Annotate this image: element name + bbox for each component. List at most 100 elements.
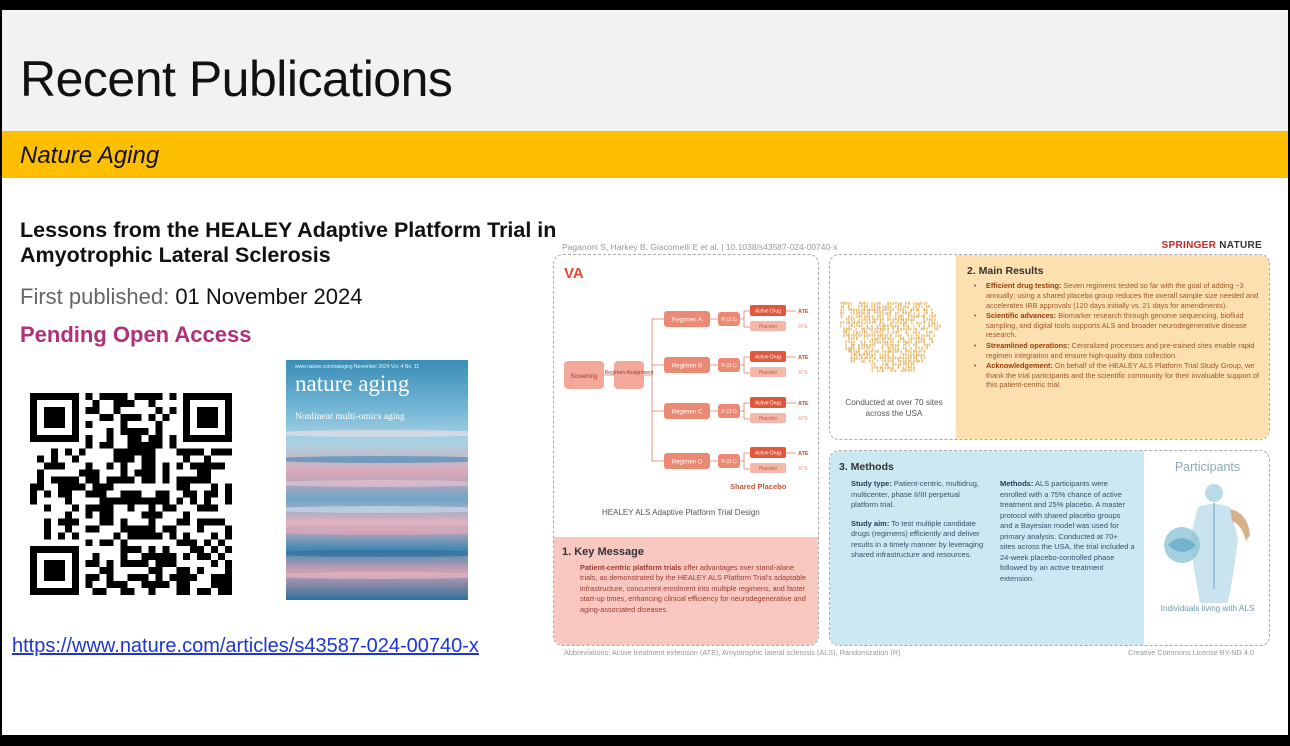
methods-column-right: Methods: ALS participants were enrolled … [1000,479,1135,584]
trial-design-panel: VA Screening Regimen Assignment Regimen … [553,254,819,646]
randomization-box [718,312,740,326]
cover-masthead: nature aging [295,371,410,396]
cover-subtitle: Nonlinear multi-omics aging [295,412,405,422]
randomization-ratio: R (3:1) [721,317,737,323]
methods-body: 3. Methods Study type: Patient-centric, … [830,451,1144,645]
trial-design-caption: HEALEY ALS Adaptive Platform Trial Desig… [602,508,760,517]
regimen-assignment-label: Regimen Assignment [604,370,654,376]
results-item-label: Acknowledgement: [986,360,1053,370]
journal-name: Nature Aging [20,142,160,169]
methods-panel: 3. Methods Study type: Patient-centric, … [829,450,1270,646]
abstract-citation: Paganoni S, Harkey B, Giacomelli E et al… [562,242,838,252]
placebo-box [750,321,786,331]
license-note: Creative Commons License BY-ND 4.0 [1128,648,1254,657]
ate-placebo-label: ATE [798,416,809,422]
map-caption: Conducted at over 70 sites across the US… [845,398,943,418]
key-message-text: Patient-centric platform trials offer ad… [580,563,810,615]
randomization-box [718,454,740,468]
results-item-text: Biomarker research through genome sequen… [986,310,1247,340]
publisher-logo: SPRINGER NATURE [1162,240,1262,251]
placebo-box [750,413,786,423]
results-item-label: Efficient drug testing: [986,281,1062,290]
publisher-logo-b: NATURE [1219,240,1262,251]
key-message-bold: Patient-centric platform trials [580,563,682,572]
active-drug-box [750,447,786,458]
active-drug-label: Active Drug [755,451,781,457]
va-logo-icon: VA [564,265,584,282]
study-aim-label: Study aim: [851,518,890,528]
active-drug-box [750,305,786,316]
main-results-panel: Conducted at over 70 sites across the US… [829,254,1270,440]
results-list: Efficient drug testing: Seven regimens t… [968,281,1264,391]
regimen-box [664,403,710,419]
key-message-body: offer advantages over stand-alone trials… [580,563,806,614]
active-drug-label: Active Drug [755,355,781,361]
randomization-ratio: R (3:1) [721,363,737,369]
results-body: 2. Main Results Efficient drug testing: … [956,255,1269,439]
paper-title: Lessons from the HEALEY Adaptive Platfor… [20,218,557,267]
ate-label: ATE [798,309,809,315]
qr-code-icon[interactable] [30,393,232,595]
placebo-label: Placebo [759,324,777,330]
ate-placebo-label: ATE [798,466,809,472]
results-heading: 2. Main Results [967,265,1044,277]
ate-label: ATE [798,451,809,457]
randomization-ratio: R (3:1) [721,459,737,465]
published-label: First published: [20,284,170,309]
results-item-label: Streamlined operations: [986,340,1070,350]
usa-sites-map: Conducted at over 70 sites across the US… [830,255,956,439]
placebo-box [750,463,786,473]
study-aim: Study aim: To test multiple candidate dr… [851,519,986,561]
ate-label: ATE [798,355,809,361]
regimen-box [664,357,710,373]
participants-heading: Participants [1174,460,1241,474]
graphical-abstract: Paganoni S, Harkey B, Giacomelli E et al… [550,238,1272,664]
study-type-text: Patient-centric, multidrug, multicenter,… [851,479,979,509]
results-item-text: Centralized processes and pre-trained si… [986,340,1255,360]
ate-placebo-label: ATE [798,324,809,330]
study-aim-text: To test multiple candidate drugs (regime… [851,518,984,560]
title-bar: Recent Publications [2,10,1288,131]
abbreviations: Abbreviations: Active treatment extensio… [564,648,901,657]
methods-label: Methods: [1000,479,1034,488]
active-drug-box [750,397,786,408]
results-item-text: Seven regimens tested so far with the go… [986,281,1259,310]
journal-cover-image[interactable]: www.nature.com/nataging November 2024 Vo… [286,360,468,600]
study-type-label: Study type: [851,479,892,488]
results-item: Acknowledgement: On behalf of the HEALEY… [968,361,1264,390]
usa-map-icon [839,301,941,373]
active-drug-label: Active Drug [755,309,781,315]
placebo-box [750,367,786,377]
methods-column-left: Study type: Patient-centric, multidrug, … [851,479,986,569]
human-body-icon [1164,484,1250,603]
regimen-name: Regimen C [672,409,703,416]
randomization-box [718,404,740,418]
results-item-text: On behalf of the HEALEY ALS Platform Tri… [986,360,1259,390]
results-item: Scientific advances: Biomarker research … [968,311,1264,340]
access-status: Pending Open Access [20,322,252,347]
regimen-name: Regimen A [672,317,703,324]
placebo-label: Placebo [759,370,777,376]
active-drug-label: Active Drug [755,401,781,407]
participants-panel: Participants Individuals living with ALS [1144,451,1269,645]
active-drug-box [750,351,786,362]
placebo-label: Placebo [759,466,777,472]
regimen-name: Regimen D [672,459,703,466]
slide-title: Recent Publications [20,51,453,107]
ate-label: ATE [798,401,809,407]
results-item: Efficient drug testing: Seven regimens t… [968,281,1264,310]
slide: Recent Publications Nature Aging Lessons… [2,10,1288,735]
key-message-heading: 1. Key Message [562,546,644,558]
ate-placebo-label: ATE [798,370,809,376]
regimen-box [664,311,710,327]
results-item-label: Scientific advances: [986,310,1057,320]
shared-placebo-label: Shared Placebo [730,482,787,491]
regimen-name: Regimen B [672,363,703,370]
randomization-ratio: R (3:1) [721,409,737,415]
study-type: Study type: Patient-centric, multidrug, … [851,479,986,511]
key-message-panel: 1. Key Message Patient-centric platform … [554,537,818,645]
article-link[interactable]: https://www.nature.com/articles/s43587-0… [12,635,479,657]
methods-heading: 3. Methods [839,461,894,473]
participants-caption: Individuals living with ALS [1160,604,1255,613]
